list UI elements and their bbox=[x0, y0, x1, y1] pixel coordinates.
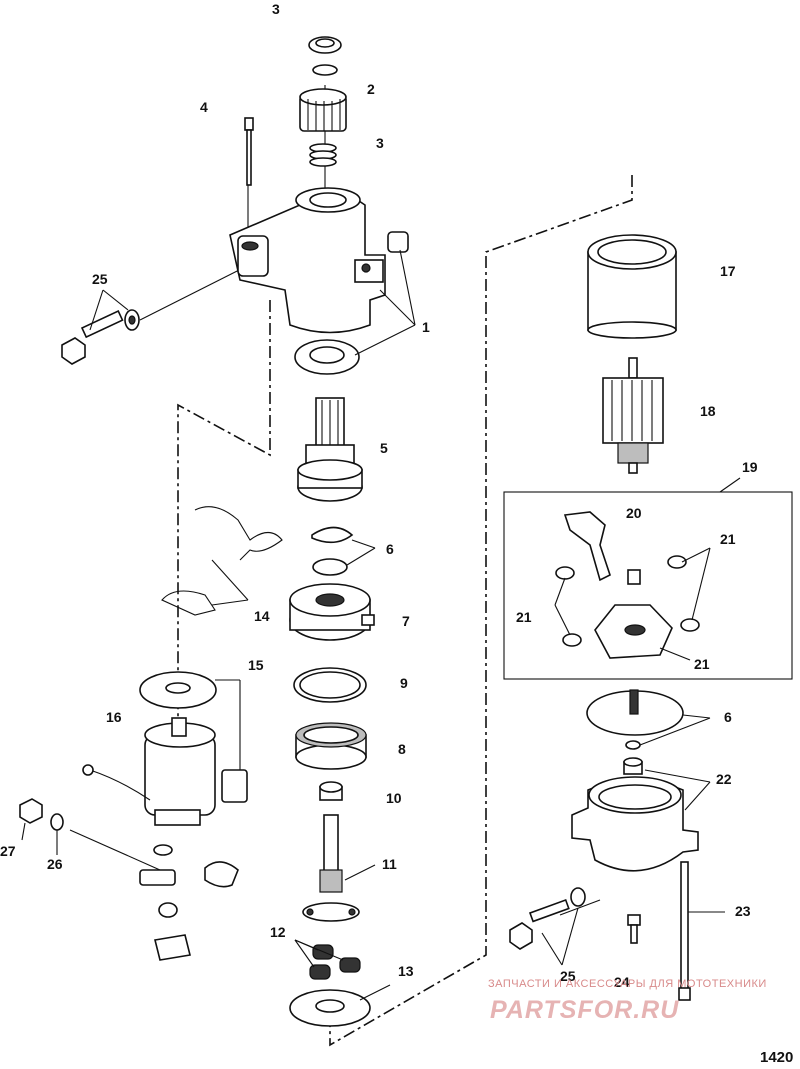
part-27-nut-26-washer bbox=[19, 798, 64, 855]
part-9-ring bbox=[293, 667, 367, 703]
label-part-15: 15 bbox=[248, 657, 264, 673]
label-part-25b: 25 bbox=[560, 968, 576, 984]
part-2-pinion-gear bbox=[299, 88, 347, 132]
label-part-8: 8 bbox=[398, 741, 406, 757]
label-part-21a: 21 bbox=[720, 531, 736, 547]
part-15-plate bbox=[139, 671, 248, 803]
label-part-13: 13 bbox=[398, 963, 414, 979]
part-18-armature bbox=[602, 357, 664, 474]
watermark: ЗАПЧАСТИ И АКСЕССУАРЫ ДЛЯ МОТОТЕХНИКИ PA… bbox=[488, 978, 767, 1024]
part-14-lever bbox=[161, 506, 283, 616]
figure-number: 1420 bbox=[760, 1049, 793, 1066]
part-17-yoke bbox=[587, 234, 677, 339]
part-23-through-bolt bbox=[678, 861, 725, 1001]
part-5-shaft bbox=[297, 397, 363, 502]
label-part-3a: 3 bbox=[272, 1, 280, 17]
part-3-seal-ring bbox=[308, 36, 342, 76]
assembly-centerlines bbox=[69, 85, 633, 1047]
label-part-9: 9 bbox=[400, 675, 408, 691]
part-25-bolt-washer-left bbox=[61, 289, 140, 365]
label-part-25a: 25 bbox=[92, 271, 108, 287]
part-12-planet-gears bbox=[294, 939, 361, 980]
part-19-brush-holder-box bbox=[503, 477, 793, 680]
label-part-24: 24 bbox=[614, 974, 630, 990]
label-part-4: 4 bbox=[200, 99, 208, 115]
label-part-6a: 6 bbox=[386, 541, 394, 557]
label-part-17: 17 bbox=[720, 263, 736, 279]
part-10-bushing bbox=[319, 781, 343, 801]
part-13-plate bbox=[289, 984, 391, 1027]
watermark-logo: PARTSFOR.RU bbox=[490, 996, 679, 1024]
callout-labels: 3 2 4 3 25 1 5 6 14 7 15 9 16 8 10 27 26… bbox=[0, 1, 758, 990]
label-part-23: 23 bbox=[735, 903, 751, 919]
label-part-19: 19 bbox=[742, 459, 758, 475]
label-part-11: 11 bbox=[382, 856, 397, 872]
label-part-20: 20 bbox=[626, 505, 642, 521]
label-part-21b: 21 bbox=[516, 609, 532, 625]
label-part-5: 5 bbox=[380, 440, 388, 456]
part-11-output-shaft bbox=[302, 814, 376, 922]
part-22-end-frame bbox=[571, 757, 711, 872]
label-part-10: 10 bbox=[386, 790, 402, 806]
label-part-21c: 21 bbox=[694, 656, 710, 672]
label-part-14: 14 bbox=[254, 608, 270, 624]
part-8-internal-gear bbox=[295, 722, 367, 770]
part-25-bolt-washer-right bbox=[509, 887, 586, 966]
watermark-tagline: ЗАПЧАСТИ И АКСЕССУАРЫ ДЛЯ МОТОТЕХНИКИ bbox=[488, 978, 767, 990]
part-16-solenoid bbox=[82, 717, 216, 826]
part-6-plate-right bbox=[586, 689, 711, 750]
label-part-22: 22 bbox=[716, 771, 732, 787]
part-6-clips-center bbox=[311, 526, 376, 576]
label-part-7: 7 bbox=[402, 613, 410, 629]
solenoid-hardware bbox=[139, 844, 239, 961]
part-1-drive-housing bbox=[229, 187, 416, 375]
part-4-long-bolt bbox=[244, 117, 254, 186]
label-part-18: 18 bbox=[700, 403, 716, 419]
label-part-3b: 3 bbox=[376, 135, 384, 151]
label-part-6b: 6 bbox=[724, 709, 732, 725]
label-part-16: 16 bbox=[106, 709, 122, 725]
label-part-12: 12 bbox=[270, 924, 286, 940]
label-part-2: 2 bbox=[367, 81, 375, 97]
part-7-gear-housing bbox=[289, 583, 375, 641]
label-part-27: 27 bbox=[0, 843, 16, 859]
part-3-spring bbox=[309, 143, 337, 167]
part-24-screw bbox=[627, 914, 641, 944]
label-part-26: 26 bbox=[47, 856, 63, 872]
label-part-1: 1 bbox=[422, 319, 430, 335]
